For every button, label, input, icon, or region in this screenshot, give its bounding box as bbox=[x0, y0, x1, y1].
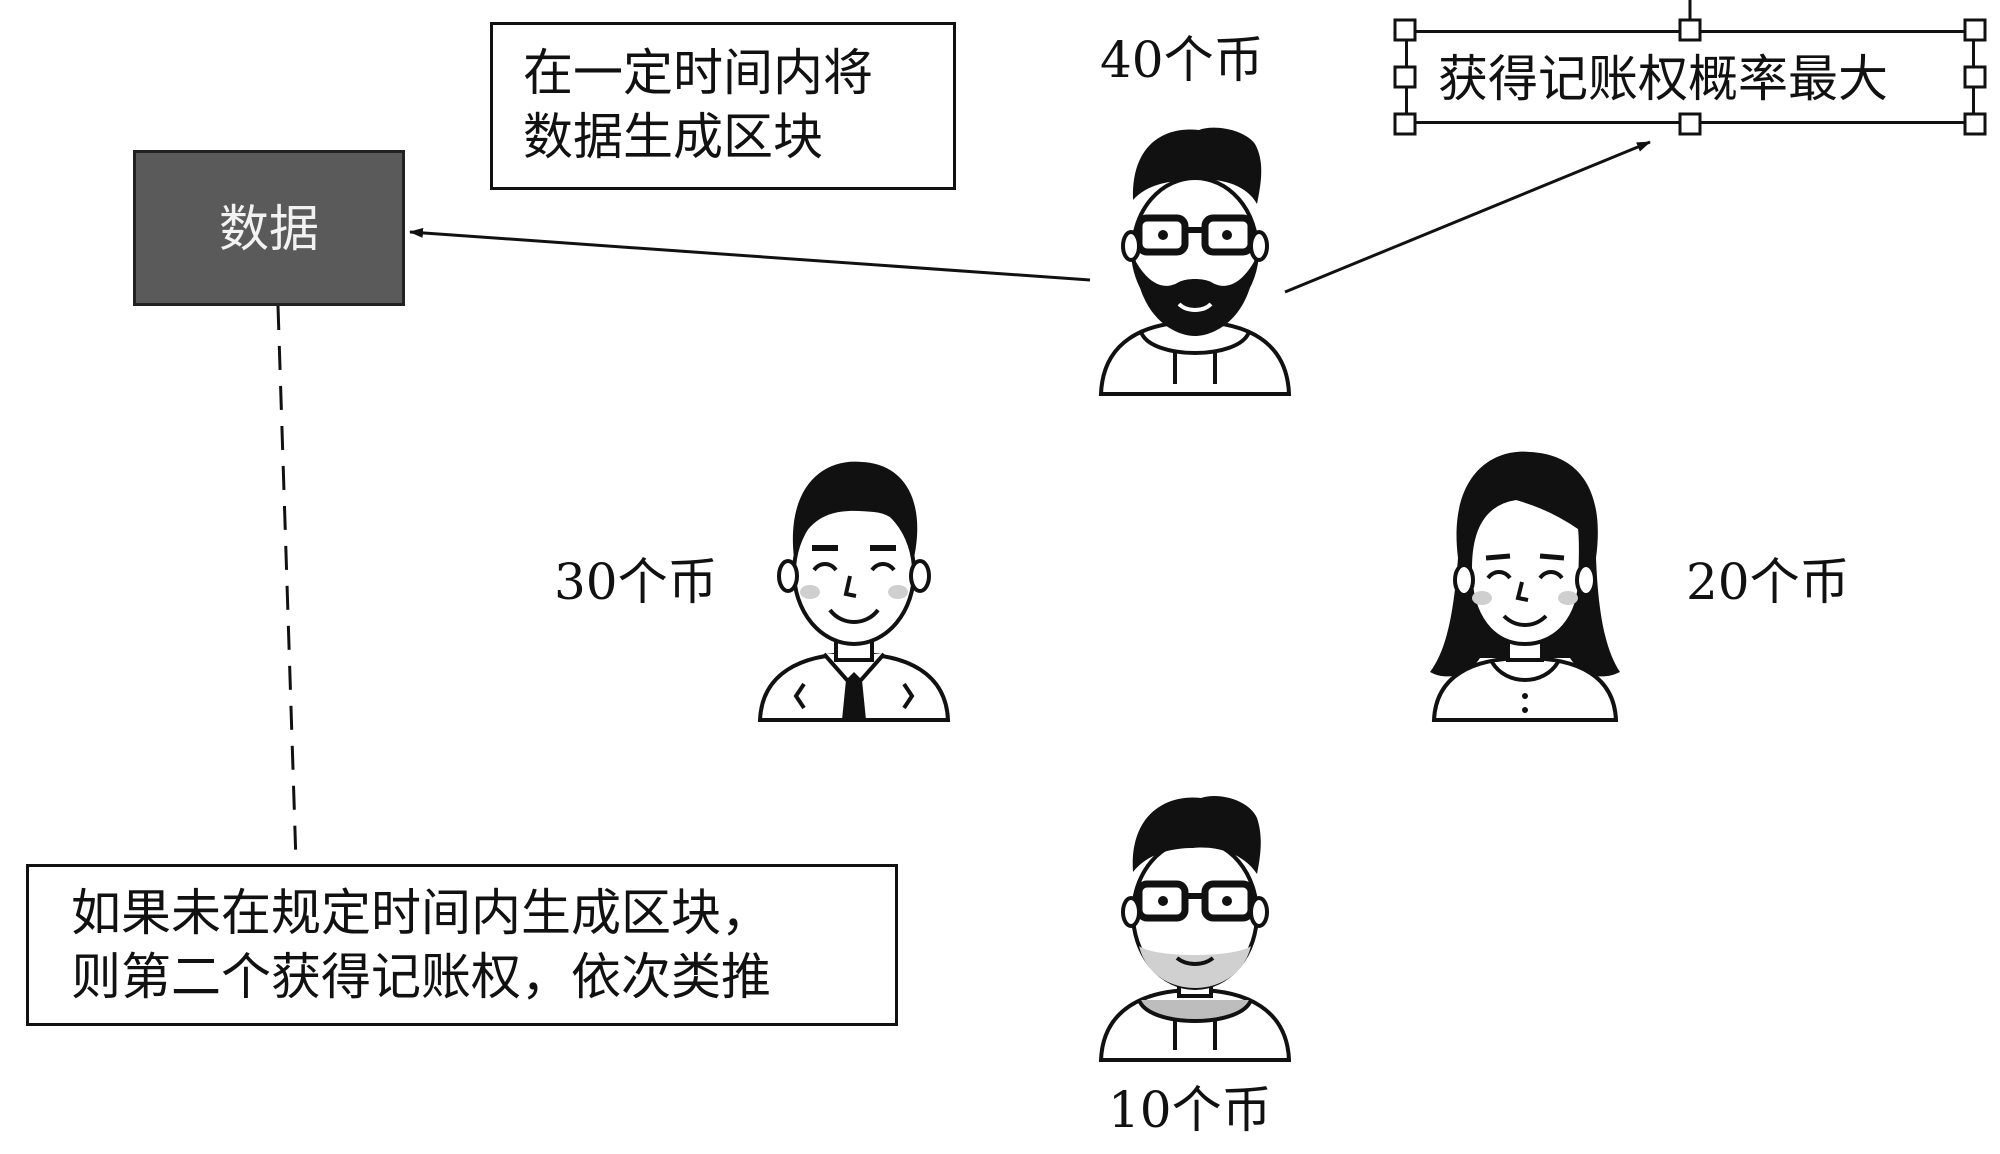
arrow-to-data-box bbox=[409, 227, 1091, 282]
note-selected-text: 获得记账权概率最大 bbox=[1438, 50, 1888, 108]
note-bottom-line2: 则第二个获得记账权，依次类推 bbox=[71, 948, 771, 1006]
arrow-to-selected-note bbox=[1284, 140, 1651, 294]
note-bottom: 如果未在规定时间内生成区块， 则第二个获得记账权，依次类推 bbox=[26, 864, 898, 1026]
man-glasses-stubble-icon bbox=[1098, 796, 1292, 1062]
note-selected[interactable]: 获得记账权概率最大 bbox=[1405, 30, 1975, 124]
dashed-link-to-bottom-note bbox=[276, 305, 298, 863]
note-bottom-line1: 如果未在规定时间内生成区块， bbox=[71, 884, 771, 942]
note-top-line1: 在一定时间内将 bbox=[523, 44, 873, 102]
note-top: 在一定时间内将 数据生成区块 bbox=[490, 22, 956, 190]
data-box-label: 数据 bbox=[219, 200, 319, 258]
coins-label-user1: 40个币 bbox=[1100, 31, 1264, 89]
note-top-line2: 数据生成区块 bbox=[523, 108, 823, 166]
man-with-tie-icon bbox=[757, 461, 951, 722]
data-box: 数据 bbox=[133, 150, 405, 306]
bearded-man-glasses-icon bbox=[1098, 127, 1292, 396]
coins-label-user4: 10个币 bbox=[1108, 1081, 1272, 1139]
coins-label-user2: 30个币 bbox=[554, 553, 718, 611]
coins-label-user3: 20个币 bbox=[1686, 553, 1850, 611]
woman-long-hair-icon bbox=[1430, 451, 1620, 722]
